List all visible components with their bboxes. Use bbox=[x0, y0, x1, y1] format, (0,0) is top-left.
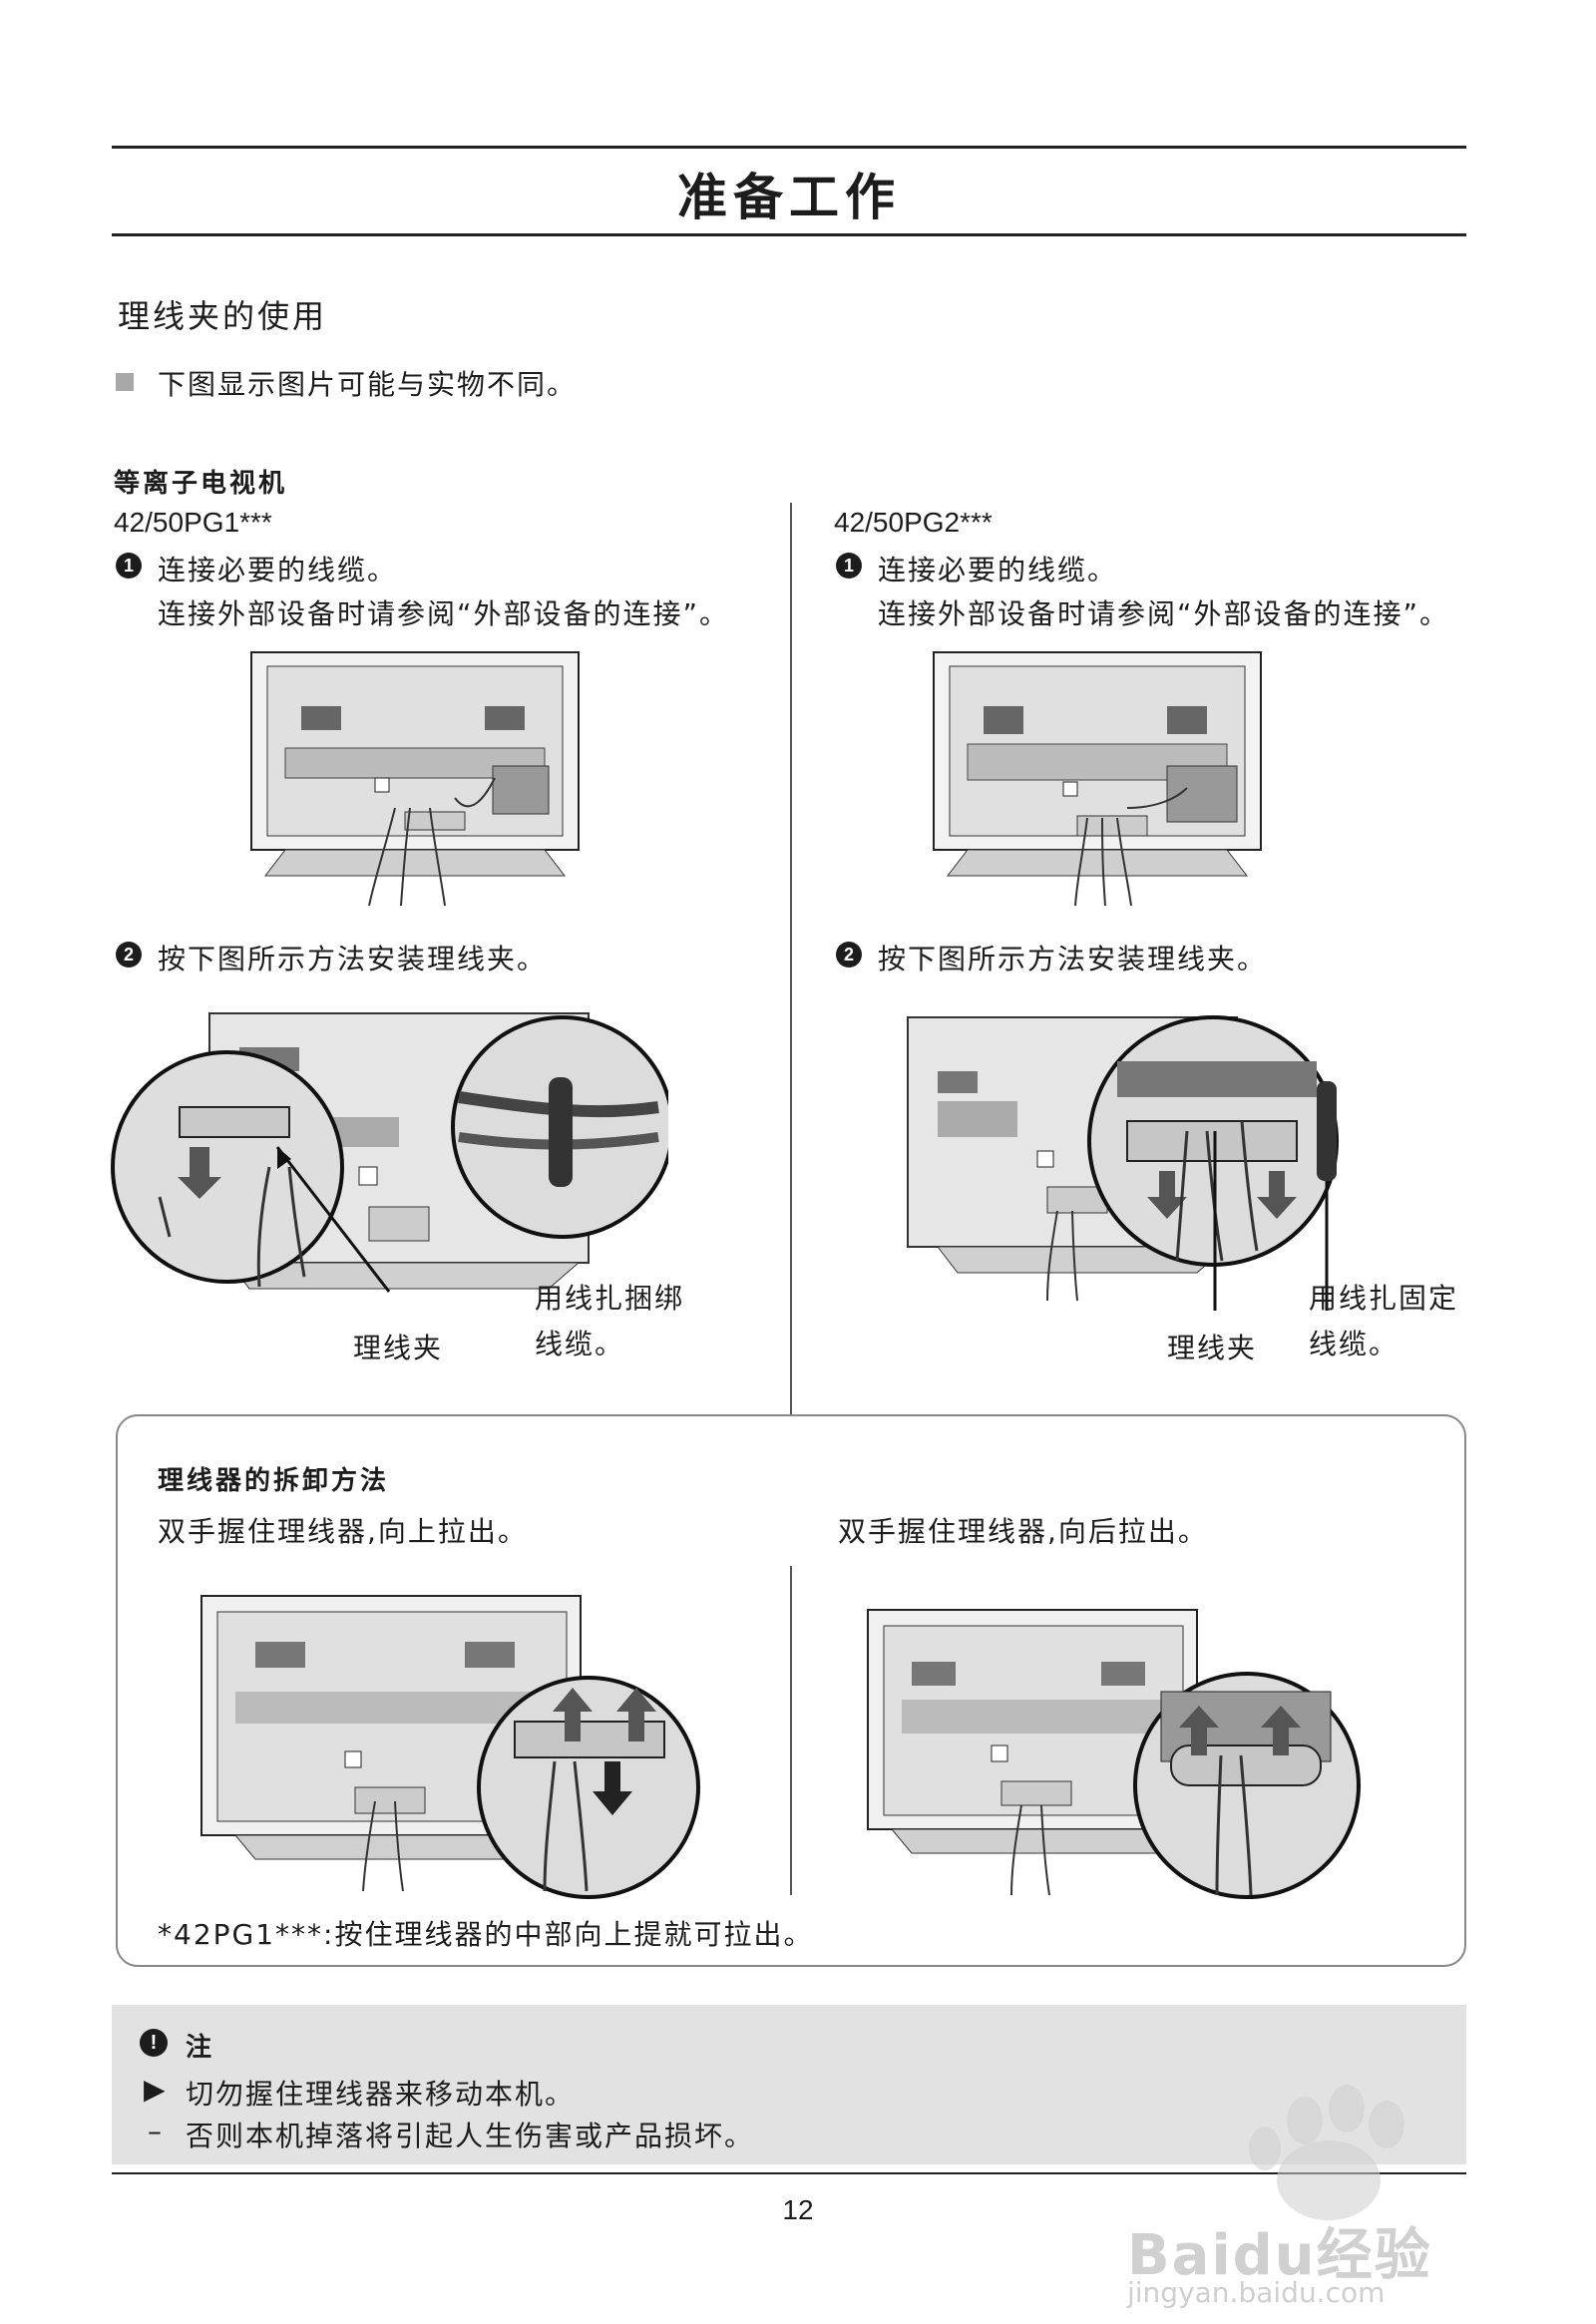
note-line2: 否则本机掉落将引起人生伤害或产品损坏。 bbox=[186, 2115, 754, 2154]
right-label-clip: 理线夹 bbox=[1167, 1327, 1257, 1366]
removal-title: 理线器的拆卸方法 bbox=[158, 1460, 389, 1497]
tv-back-illustration bbox=[928, 648, 1267, 908]
left-label-tie-line1: 用线扎捆绑 bbox=[535, 1277, 684, 1317]
remove-back-illustration bbox=[862, 1606, 1381, 1915]
square-bullet-icon bbox=[116, 373, 134, 391]
note-heading: 注 bbox=[186, 2027, 214, 2064]
note-bullet-icon: ▶ bbox=[144, 2073, 168, 2106]
column-divider bbox=[790, 503, 792, 1414]
right-label-tie-line1: 用线扎固定 bbox=[1309, 1277, 1458, 1317]
right-step2-text: 按下图所示方法安装理线夹。 bbox=[878, 938, 1267, 977]
step1-badge: 1 bbox=[836, 553, 862, 579]
title-rule bbox=[112, 233, 1466, 236]
warning-icon: ! bbox=[140, 2029, 168, 2057]
note-dash: – bbox=[148, 2115, 164, 2147]
clip-install-illustration bbox=[898, 1011, 1396, 1311]
section-title: 理线夹的使用 bbox=[118, 291, 327, 337]
removal-left-text: 双手握住理线器,向上拉出。 bbox=[158, 1510, 528, 1550]
clip-install-illustration bbox=[110, 1007, 668, 1307]
removal-right-text: 双手握住理线器,向后拉出。 bbox=[838, 1510, 1208, 1550]
right-step1-line2: 连接外部设备时请参阅“外部设备的连接”。 bbox=[878, 592, 1449, 632]
left-model: 42/50PG1*** bbox=[114, 507, 272, 539]
right-step1-line1: 连接必要的线缆。 bbox=[878, 549, 1117, 588]
right-model: 42/50PG2*** bbox=[834, 507, 993, 539]
left-step2-text: 按下图所示方法安装理线夹。 bbox=[158, 938, 547, 977]
removal-footnote: *42PG1***:按住理线器的中部向上提就可拉出。 bbox=[158, 1913, 813, 1953]
watermark-url: jingyan.baidu.com bbox=[1127, 2276, 1385, 2309]
remove-up-illustration bbox=[196, 1592, 714, 1901]
page-title: 准备工作 bbox=[112, 158, 1466, 229]
left-label-clip: 理线夹 bbox=[353, 1327, 443, 1366]
tv-back-illustration bbox=[245, 648, 585, 908]
right-label-tie-line2: 线缆。 bbox=[1309, 1323, 1398, 1362]
top-rule bbox=[112, 146, 1466, 149]
step1-badge: 1 bbox=[116, 553, 142, 579]
category-label: 等离子电视机 bbox=[114, 463, 287, 500]
intro-note: 下图显示图片可能与实物不同。 bbox=[158, 363, 577, 403]
step2-badge: 2 bbox=[836, 942, 862, 968]
left-step1-line1: 连接必要的线缆。 bbox=[158, 549, 397, 588]
removal-divider bbox=[790, 1566, 792, 1895]
left-label-tie-line2: 线缆。 bbox=[535, 1323, 624, 1362]
step2-badge: 2 bbox=[116, 942, 142, 968]
left-step1-line2: 连接外部设备时请参阅“外部设备的连接”。 bbox=[158, 592, 729, 632]
note-line1: 切勿握住理线器来移动本机。 bbox=[186, 2073, 575, 2113]
